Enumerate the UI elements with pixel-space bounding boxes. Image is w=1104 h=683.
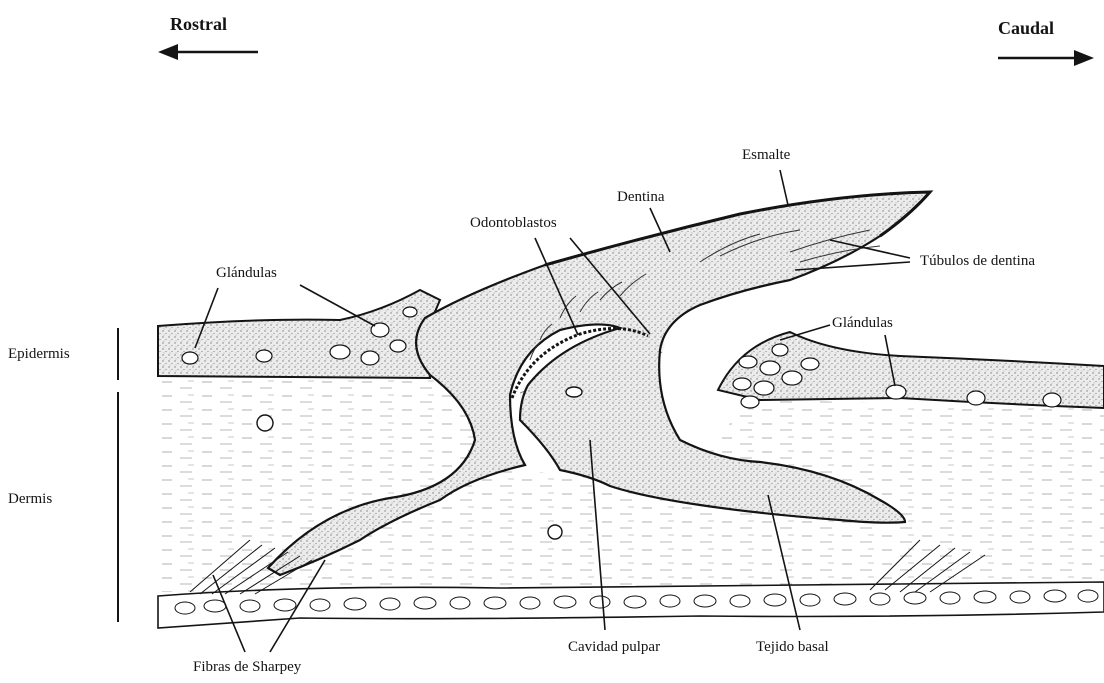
caudal-label: Caudal (998, 18, 1054, 38)
leader-esmalte (780, 170, 788, 205)
esmalte-label: Esmalte (742, 146, 790, 164)
epidermis-label: Epidermis (8, 345, 70, 363)
glandulas-right-label: Glándulas (832, 314, 893, 332)
glandulas-left-label: Glándulas (216, 264, 277, 282)
fibras-sharpey-label: Fibras de Sharpey (193, 658, 301, 676)
cavidad-pulpar-label: Cavidad pulpar (568, 638, 660, 656)
basal-cell-layer (158, 582, 1104, 628)
rostral-arrow (158, 44, 258, 60)
dermis-label: Dermis (8, 490, 52, 508)
tubulos-label: Túbulos de dentina (920, 252, 1035, 270)
odontoblastos-label: Odontoblastos (470, 214, 557, 232)
dentina-label: Dentina (617, 188, 664, 206)
rostral-label: Rostral (170, 14, 227, 34)
caudal-arrow (998, 50, 1094, 66)
tejido-basal-label: Tejido basal (756, 638, 829, 656)
